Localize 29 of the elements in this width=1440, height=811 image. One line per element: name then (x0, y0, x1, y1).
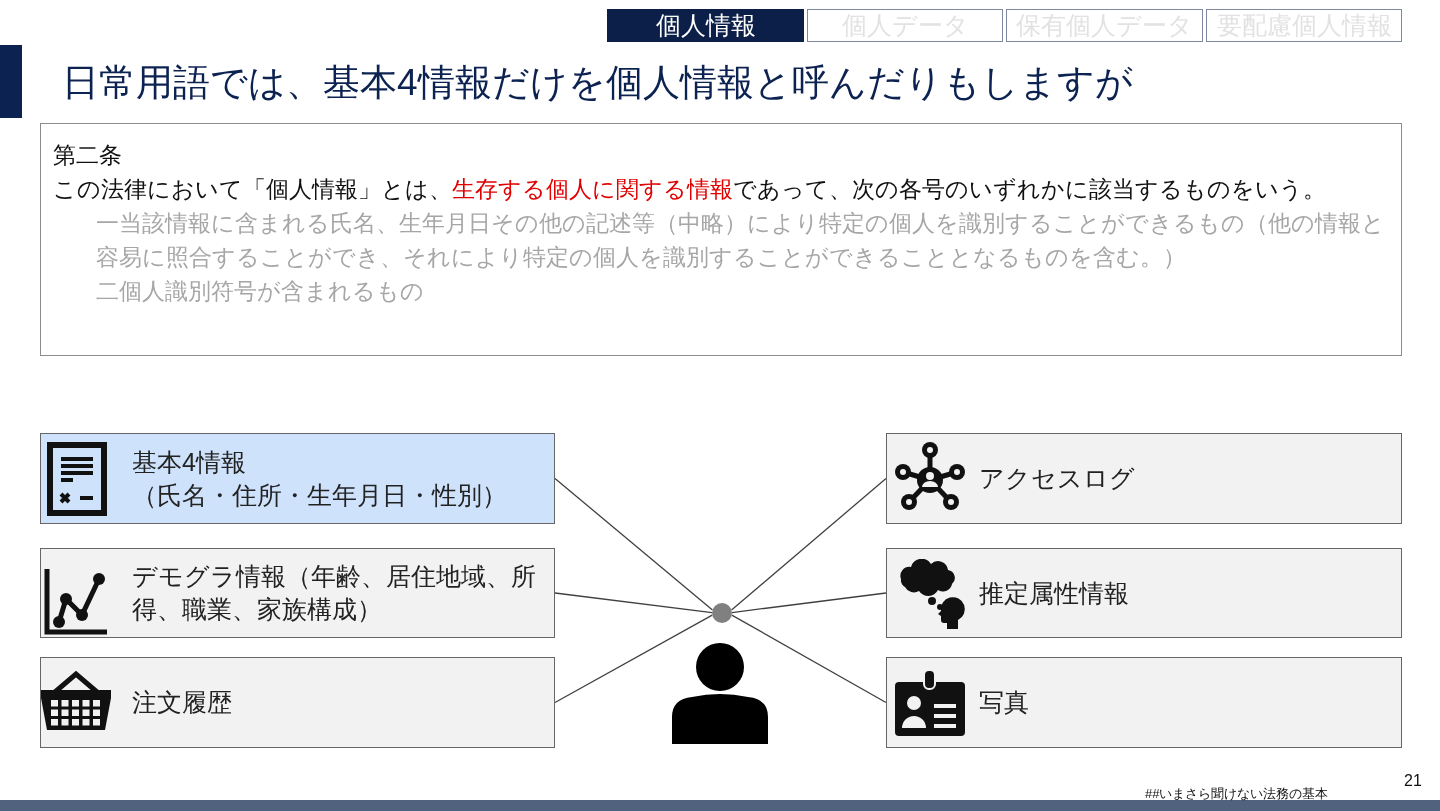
law-paragraph: 一当該情報に含まれる氏名、生年月日その他の記述等（中略）により特定の個人を識別することができるもの（他の情報と容易に照合することができ、それにより特定の個人を識別することができることとなるものを含む。） (95, 209, 1386, 272)
law-text-box (40, 123, 1402, 356)
info-card (886, 548, 1402, 638)
law-paragraph: 二個人識別符号が含まれるもの (95, 277, 425, 306)
hub-dot (712, 603, 732, 623)
law-paragraph: この法律において「個人情報」とは、生存する個人に関する情報であって、次の各号のいずれかに該当するものをいう。 (53, 175, 1327, 204)
connector-line (554, 592, 713, 614)
card-text: 注文履歴 (132, 687, 233, 718)
card-text: アクセスログ (979, 463, 1136, 494)
info-card (886, 433, 1402, 524)
tab: 個人情報 (607, 9, 804, 42)
info-card (40, 657, 555, 748)
info-card (40, 548, 555, 638)
info-card (40, 433, 555, 524)
connector-line (731, 592, 887, 614)
connector-line (554, 614, 713, 704)
info-card (886, 657, 1402, 748)
card-text: 推定属性情報 (979, 577, 1130, 609)
article-heading: 第二条 (53, 141, 123, 170)
connector-line (730, 477, 887, 611)
connector-line (731, 614, 887, 704)
slide-title: 日常用語では、基本4情報だけを個人情報と呼んだりもしますが (62, 61, 1133, 105)
card-text: デモグラ情報（年齢、居住地域、所得、職業、家族構成） (132, 561, 537, 625)
page-number: 21 (1404, 772, 1422, 790)
card-text: （氏名・住所・生年月日・性別） (132, 479, 508, 511)
card-text: 基本4情報 (132, 446, 247, 478)
connector-line (554, 477, 714, 611)
card-text: 写真 (979, 687, 1030, 718)
footer-text: ##いまさら聞けない法務の基本 (1145, 785, 1329, 803)
